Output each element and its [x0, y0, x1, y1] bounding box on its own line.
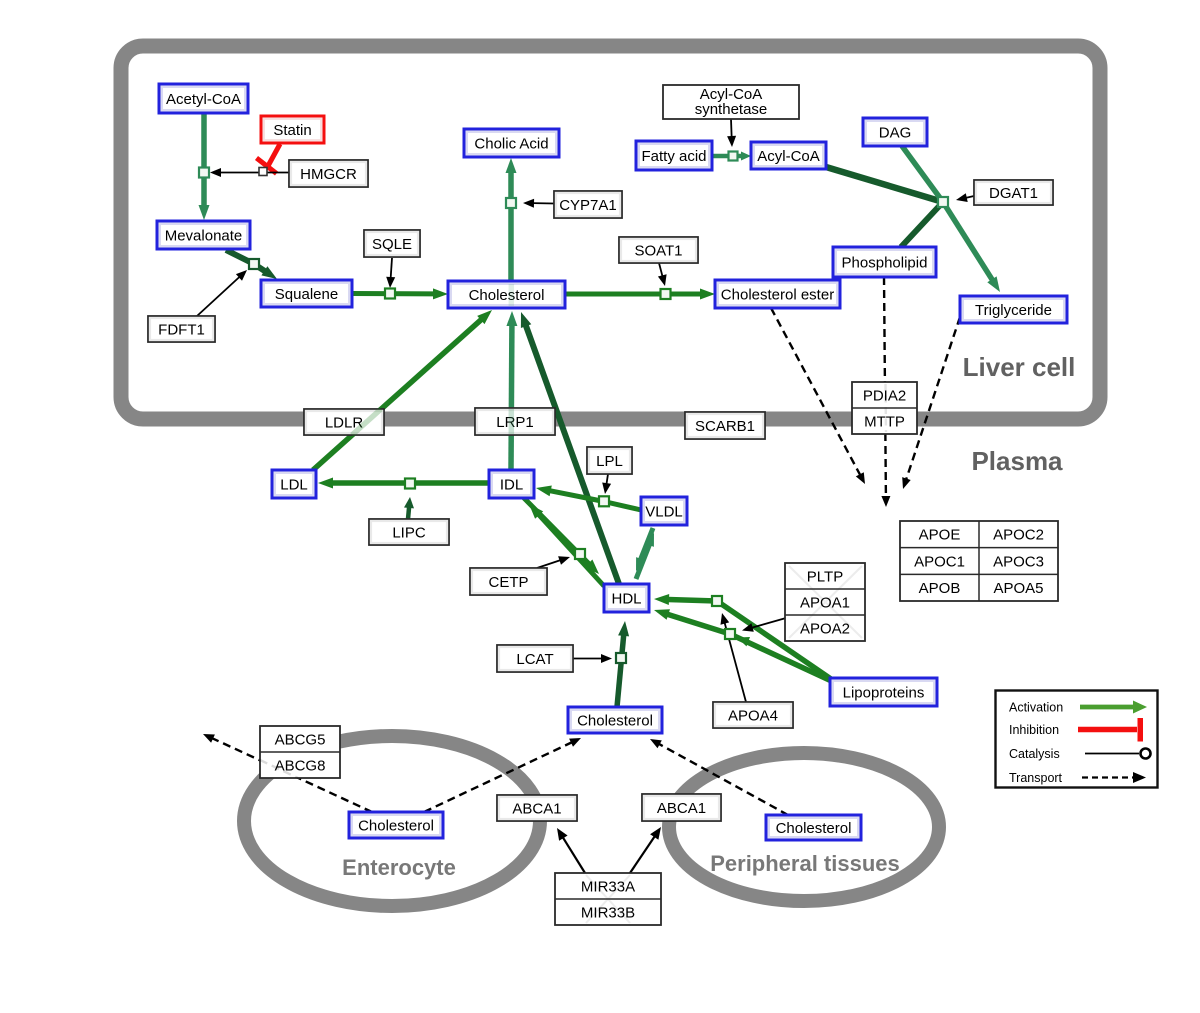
- svg-text:Inhibition: Inhibition: [1009, 723, 1059, 737]
- svg-text:Triglyceride: Triglyceride: [975, 302, 1052, 319]
- svg-text:LPL: LPL: [596, 453, 623, 470]
- svg-text:Mevalonate: Mevalonate: [165, 227, 243, 244]
- svg-text:APOE: APOE: [919, 527, 961, 544]
- svg-text:Cholesterol: Cholesterol: [776, 820, 852, 837]
- svg-text:IDL: IDL: [500, 476, 523, 493]
- svg-text:Phospholipid: Phospholipid: [842, 254, 928, 271]
- svg-text:DAG: DAG: [879, 124, 912, 141]
- svg-text:CYP7A1: CYP7A1: [559, 197, 617, 214]
- svg-text:APOA4: APOA4: [728, 707, 778, 724]
- svg-text:LRP1: LRP1: [496, 414, 534, 431]
- svg-text:APOA2: APOA2: [800, 620, 850, 637]
- svg-text:Cholesterol: Cholesterol: [358, 817, 434, 834]
- svg-text:ABCG8: ABCG8: [275, 757, 326, 774]
- svg-text:LDLR: LDLR: [325, 414, 364, 431]
- svg-text:CETP: CETP: [488, 574, 528, 591]
- svg-text:Plasma: Plasma: [971, 446, 1063, 476]
- svg-text:VLDL: VLDL: [645, 503, 683, 520]
- svg-text:Lipoproteins: Lipoproteins: [843, 684, 925, 701]
- svg-text:LDL: LDL: [280, 476, 308, 493]
- svg-text:Fatty acid: Fatty acid: [641, 148, 706, 165]
- svg-text:APOC2: APOC2: [993, 527, 1044, 544]
- svg-text:DGAT1: DGAT1: [989, 185, 1038, 202]
- svg-text:APOC1: APOC1: [914, 553, 965, 570]
- svg-text:LCAT: LCAT: [516, 651, 553, 668]
- svg-text:Cholesterol ester: Cholesterol ester: [721, 286, 834, 303]
- svg-text:APOC3: APOC3: [993, 553, 1044, 570]
- svg-text:PLTP: PLTP: [807, 568, 843, 585]
- svg-text:MTTP: MTTP: [864, 413, 905, 430]
- svg-text:Peripheral tissues: Peripheral tissues: [710, 851, 900, 876]
- svg-text:APOA5: APOA5: [993, 580, 1043, 597]
- svg-text:Acetyl-CoA: Acetyl-CoA: [166, 91, 241, 108]
- svg-text:Cholic Acid: Cholic Acid: [474, 135, 548, 152]
- svg-text:SQLE: SQLE: [372, 236, 412, 253]
- svg-text:MIR33B: MIR33B: [581, 904, 635, 921]
- svg-text:Statin: Statin: [273, 122, 311, 139]
- svg-text:Activation: Activation: [1009, 701, 1063, 715]
- svg-text:FDFT1: FDFT1: [158, 321, 205, 338]
- svg-text:Cholesterol: Cholesterol: [577, 712, 653, 729]
- svg-text:APOA1: APOA1: [800, 594, 850, 611]
- svg-text:SCARB1: SCARB1: [695, 418, 755, 435]
- svg-text:ABCA1: ABCA1: [512, 800, 561, 817]
- svg-text:Enterocyte: Enterocyte: [342, 855, 456, 880]
- svg-text:MIR33A: MIR33A: [581, 878, 635, 895]
- svg-text:Catalysis: Catalysis: [1009, 747, 1060, 761]
- svg-text:synthetase: synthetase: [695, 101, 768, 118]
- svg-text:SOAT1: SOAT1: [634, 242, 682, 259]
- svg-text:HMGCR: HMGCR: [300, 166, 357, 183]
- svg-text:ABCA1: ABCA1: [657, 800, 706, 817]
- svg-text:Acyl-CoA: Acyl-CoA: [757, 148, 820, 165]
- svg-text:APOB: APOB: [919, 580, 961, 597]
- svg-text:LIPC: LIPC: [392, 524, 426, 541]
- svg-text:Liver cell: Liver cell: [963, 352, 1076, 382]
- svg-text:ABCG5: ABCG5: [275, 731, 326, 748]
- svg-text:PDIA2: PDIA2: [863, 387, 906, 404]
- svg-text:Acyl-CoA: Acyl-CoA: [700, 86, 763, 103]
- svg-text:Squalene: Squalene: [275, 286, 338, 303]
- svg-text:Cholesterol: Cholesterol: [469, 287, 545, 304]
- svg-text:HDL: HDL: [611, 590, 641, 607]
- svg-text:Transport: Transport: [1009, 771, 1063, 785]
